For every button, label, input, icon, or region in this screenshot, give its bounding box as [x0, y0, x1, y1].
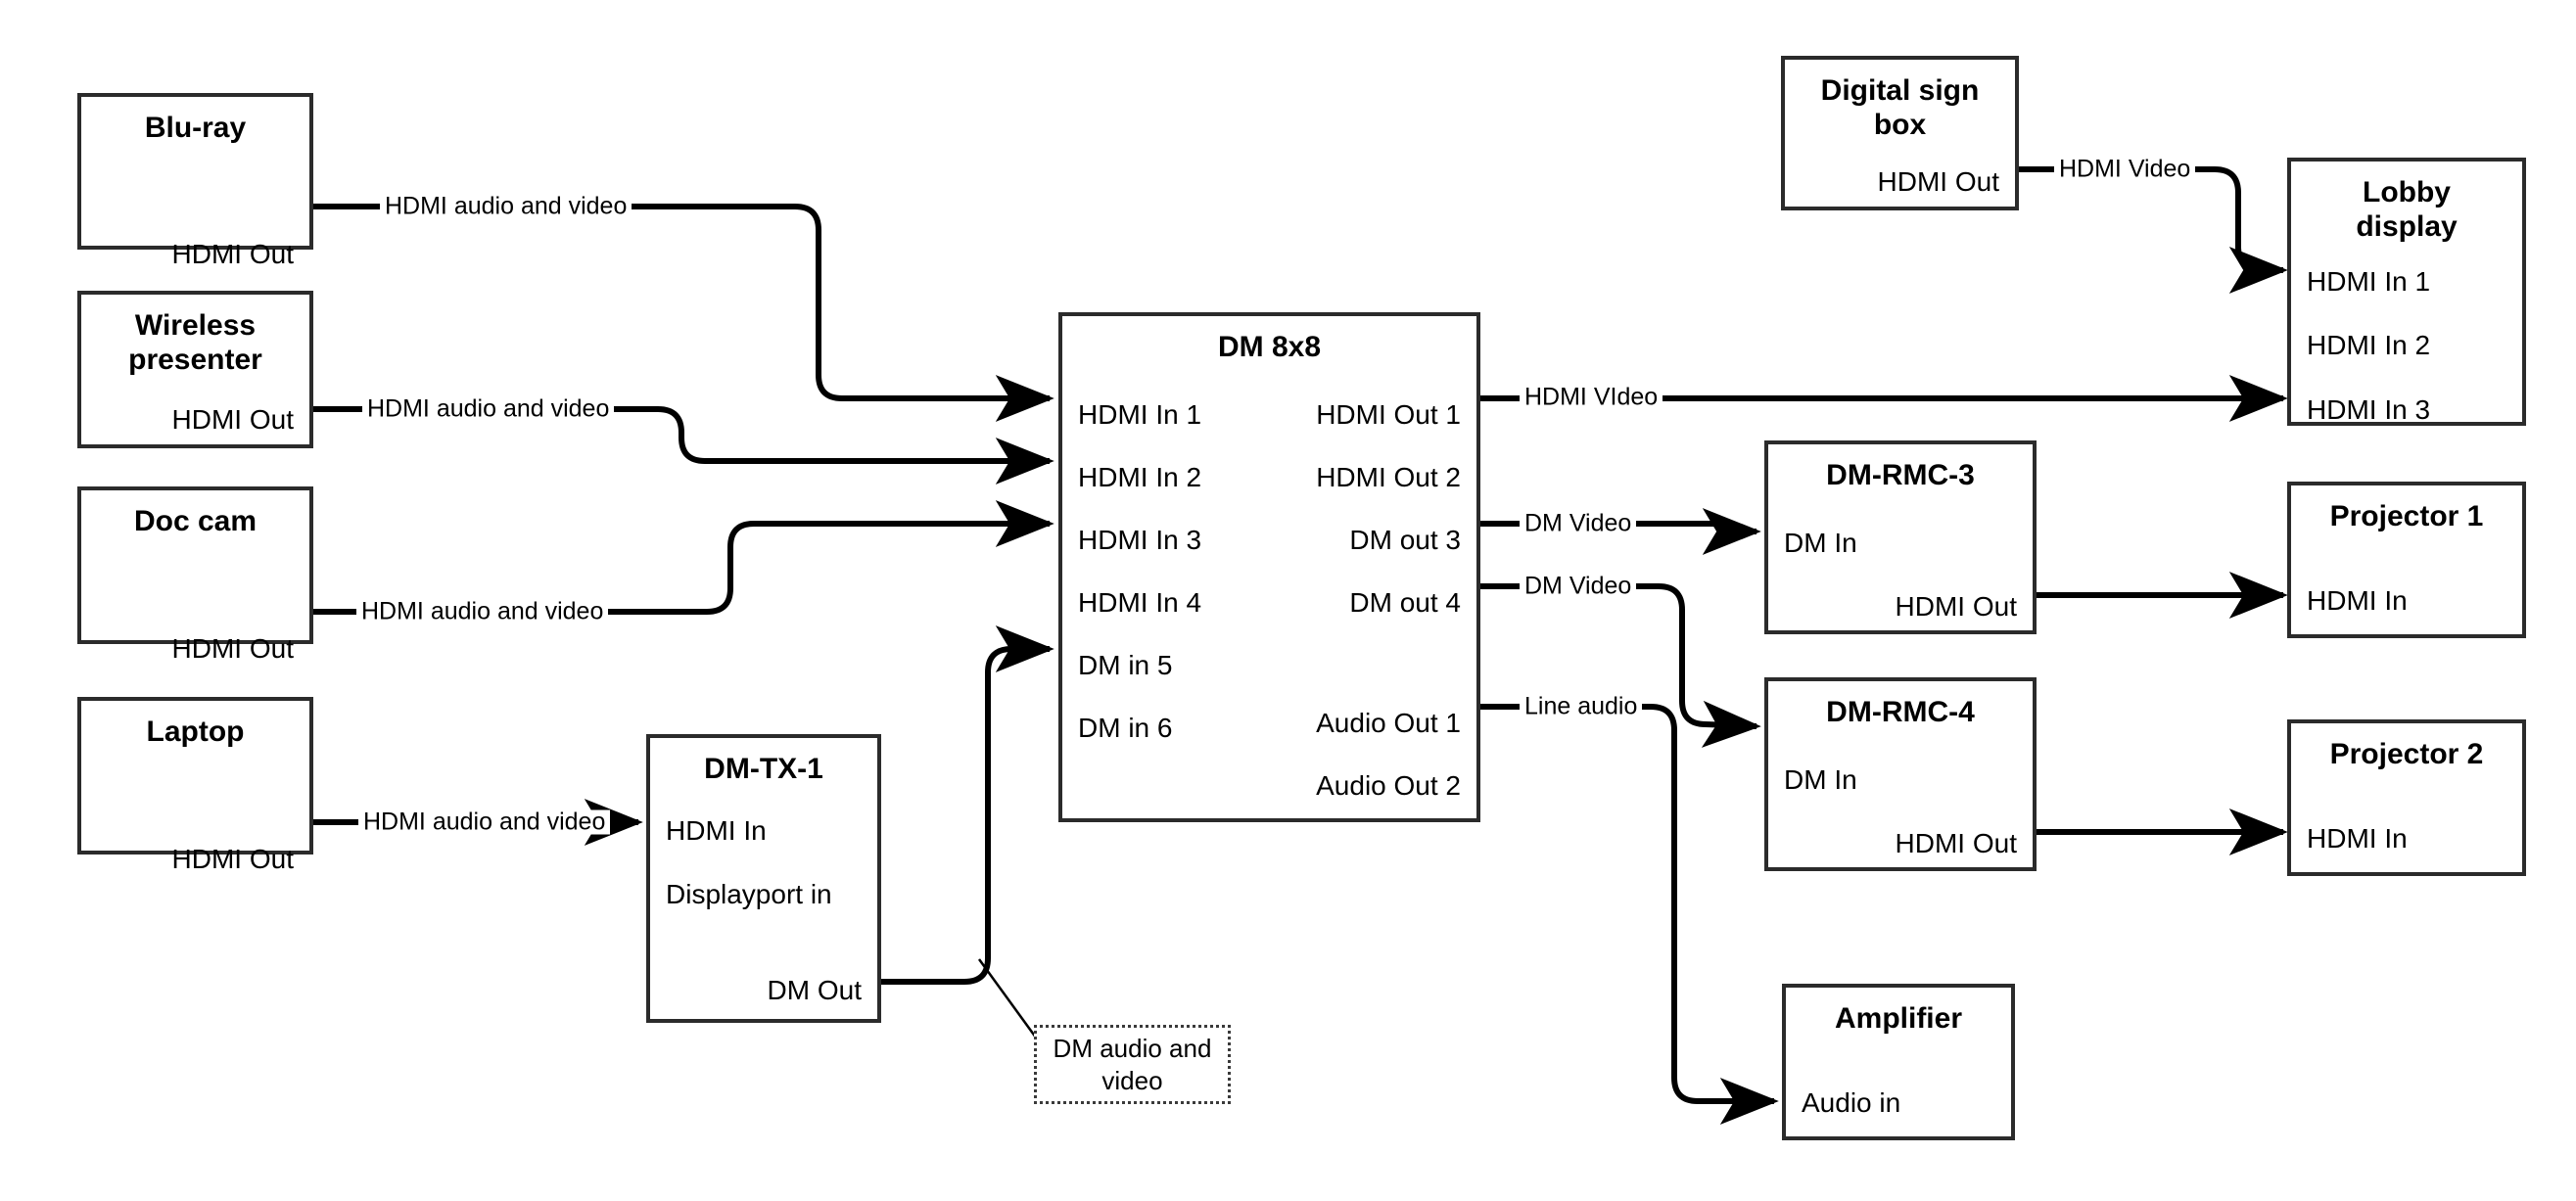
port-blu-ray-hdmi-out[interactable]: HDMI Out: [171, 239, 294, 270]
port-dm-tx-1-hdmi-in[interactable]: HDMI In: [666, 815, 767, 847]
node-dm-tx-1[interactable]: DM-TX-1 HDMI In Displayport in DM Out: [646, 734, 881, 1023]
node-title-digital-sign-box: Digital sign box: [1785, 73, 2015, 143]
ports-wireless-presenter: HDMI Out: [81, 378, 309, 444]
port-laptop-hdmi-out[interactable]: HDMI Out: [171, 844, 294, 875]
node-title-doc-cam: Doc cam: [133, 505, 258, 537]
port-lobby-display-hdmi-in-3[interactable]: HDMI In 3: [2307, 393, 2431, 425]
node-title-blu-ray: Blu-ray: [144, 112, 247, 144]
node-dm-8x8[interactable]: DM 8x8 HDMI In 1 HDMI In 2 HDMI In 3 HDM…: [1058, 312, 1480, 822]
wire-label-doccam: HDMI audio and video: [356, 599, 609, 624]
ports-projector-1: HDMI In: [2291, 533, 2522, 634]
port-projector-1-hdmi-in[interactable]: HDMI In: [2307, 585, 2408, 617]
node-wireless-presenter[interactable]: Wireless presenter HDMI Out: [77, 291, 313, 448]
node-title-dm-rmc-3: DM-RMC-3: [1826, 459, 1975, 491]
wire-label-hdmi-video-out1: HDMI VIdeo: [1520, 385, 1663, 410]
node-title-projector-2: Projector 2: [2329, 738, 2484, 770]
ports-lobby-display: HDMI In 1 HDMI In 2 HDMI In 3: [2291, 245, 2522, 425]
node-lobby-display[interactable]: Lobby display HDMI In 1 HDMI In 2 HDMI I…: [2287, 158, 2526, 426]
port-dm-8x8-audio-out-1[interactable]: Audio Out 1: [1316, 708, 1461, 739]
port-digital-sign-box-hdmi-out[interactable]: HDMI Out: [1877, 165, 1999, 197]
wire-tx-to-dm-in5: [881, 625, 1054, 985]
port-dm-rmc-4-dm-in[interactable]: DM In: [1784, 764, 1857, 796]
port-dm-tx-1-displayport-in[interactable]: Displayport in: [666, 879, 832, 910]
port-amplifier-audio-in[interactable]: Audio in: [1802, 1087, 1901, 1119]
port-dm-8x8-dm-out-4[interactable]: DM out 4: [1349, 587, 1461, 619]
port-wireless-presenter-hdmi-out[interactable]: HDMI Out: [171, 403, 294, 435]
node-blu-ray[interactable]: Blu-ray HDMI Out: [77, 93, 313, 268]
wire-callout-leader: [977, 958, 1038, 1039]
ports-dm-tx-1: HDMI In Displayport in DM Out: [650, 786, 877, 1019]
node-title-dm-rmc-4: DM-RMC-4: [1826, 696, 1975, 728]
node-title-line1: Lobby: [2363, 176, 2451, 208]
ports-dm-8x8: HDMI In 1 HDMI In 2 HDMI In 3 HDMI In 4 …: [1062, 364, 1476, 818]
port-dm-8x8-hdmi-in-4[interactable]: HDMI In 4: [1078, 587, 1202, 619]
port-dm-8x8-dm-in-5[interactable]: DM in 5: [1078, 650, 1173, 681]
port-dm-rmc-3-dm-in[interactable]: DM In: [1784, 528, 1857, 559]
node-title-amplifier: Amplifier: [1834, 1002, 1963, 1035]
wire-bluray-to-dm-in1: [313, 204, 1054, 422]
port-doc-cam-hdmi-out[interactable]: HDMI Out: [171, 633, 294, 665]
port-dm-tx-1-dm-out[interactable]: DM Out: [767, 975, 862, 1006]
port-dm-8x8-hdmi-in-1[interactable]: HDMI In 1: [1078, 399, 1202, 431]
callout-text-line1: DM audio and: [1053, 1034, 1212, 1063]
node-laptop[interactable]: Laptop HDMI Out: [77, 697, 313, 873]
ports-dm-rmc-3: DM In HDMI Out: [1768, 492, 2033, 630]
node-title-lobby-display: Lobby display: [2291, 175, 2522, 245]
wire-dsbox-to-lobby-in1: [2019, 166, 2288, 294]
ports-dm-rmc-4: DM In HDMI Out: [1768, 729, 2033, 867]
port-dm-8x8-hdmi-out-2[interactable]: HDMI Out 2: [1316, 462, 1461, 493]
port-dm-8x8-dm-out-3[interactable]: DM out 3: [1349, 525, 1461, 556]
wire-label-dm-video-4: DM Video: [1520, 574, 1637, 599]
ports-laptop: HDMI Out: [81, 749, 309, 873]
node-title-line1: Digital sign: [1820, 74, 1980, 107]
wire-label-bluray: HDMI audio and video: [380, 194, 632, 219]
node-dm-rmc-4[interactable]: DM-RMC-4 DM In HDMI Out: [1764, 677, 2037, 871]
ports-amplifier: Audio in: [1786, 1036, 2011, 1136]
port-dm-8x8-dm-in-6[interactable]: DM in 6: [1078, 713, 1173, 744]
node-doc-cam[interactable]: Doc cam HDMI Out: [77, 486, 313, 663]
ports-doc-cam: HDMI Out: [81, 538, 309, 663]
port-dm-8x8-hdmi-out-1[interactable]: HDMI Out 1: [1316, 399, 1461, 431]
node-amplifier[interactable]: Amplifier Audio in: [1782, 984, 2015, 1140]
node-title-dm-tx-1: DM-TX-1: [704, 753, 823, 785]
port-dm-rmc-3-hdmi-out[interactable]: HDMI Out: [1895, 591, 2017, 623]
callout-text-line2: video: [1101, 1065, 1163, 1095]
callout-text: DM audio and video: [1044, 1033, 1222, 1096]
port-dm-rmc-4-hdmi-out[interactable]: HDMI Out: [1895, 828, 2017, 859]
node-title-line1: Wireless: [134, 309, 257, 342]
ports-projector-2: HDMI In: [2291, 771, 2522, 872]
node-title-dm-8x8: DM 8x8: [1217, 331, 1322, 363]
port-lobby-display-hdmi-in-1[interactable]: HDMI In 1: [2307, 265, 2431, 297]
port-dm-8x8-hdmi-in-2[interactable]: HDMI In 2: [1078, 462, 1202, 493]
port-dm-8x8-hdmi-in-3[interactable]: HDMI In 3: [1078, 525, 1202, 556]
port-lobby-display-hdmi-in-2[interactable]: HDMI In 2: [2307, 329, 2431, 360]
node-digital-sign-box[interactable]: Digital sign box HDMI Out: [1781, 56, 2019, 210]
callout-dm-audio-and-video: DM audio and video: [1034, 1025, 1231, 1104]
wire-label-hdmi-video-sign: HDMI Video: [2054, 157, 2196, 182]
node-title-laptop: Laptop: [146, 716, 245, 748]
wire-label-wireless: HDMI audio and video: [362, 396, 615, 422]
wire-audioout1-to-amp: [1480, 704, 1779, 1125]
wire-label-line-audio: Line audio: [1520, 694, 1643, 719]
node-title-projector-1: Projector 1: [2329, 500, 2484, 532]
port-dm-8x8-audio-out-2[interactable]: Audio Out 2: [1316, 770, 1461, 802]
node-dm-rmc-3[interactable]: DM-RMC-3 DM In HDMI Out: [1764, 440, 2037, 634]
node-title-line2: display: [2356, 210, 2458, 244]
node-projector-1[interactable]: Projector 1 HDMI In: [2287, 482, 2526, 638]
port-projector-2-hdmi-in[interactable]: HDMI In: [2307, 823, 2408, 855]
ports-digital-sign-box: HDMI Out: [1785, 143, 2015, 207]
ports-blu-ray: HDMI Out: [81, 145, 309, 268]
wire-label-dm-video-3: DM Video: [1520, 511, 1637, 536]
node-title-line2: box: [1873, 109, 1927, 142]
wire-label-laptop: HDMI audio and video: [358, 809, 611, 835]
node-projector-2[interactable]: Projector 2 HDMI In: [2287, 719, 2526, 876]
node-title-line2: presenter: [128, 344, 262, 377]
node-title-wireless-presenter: Wireless presenter: [81, 308, 309, 378]
